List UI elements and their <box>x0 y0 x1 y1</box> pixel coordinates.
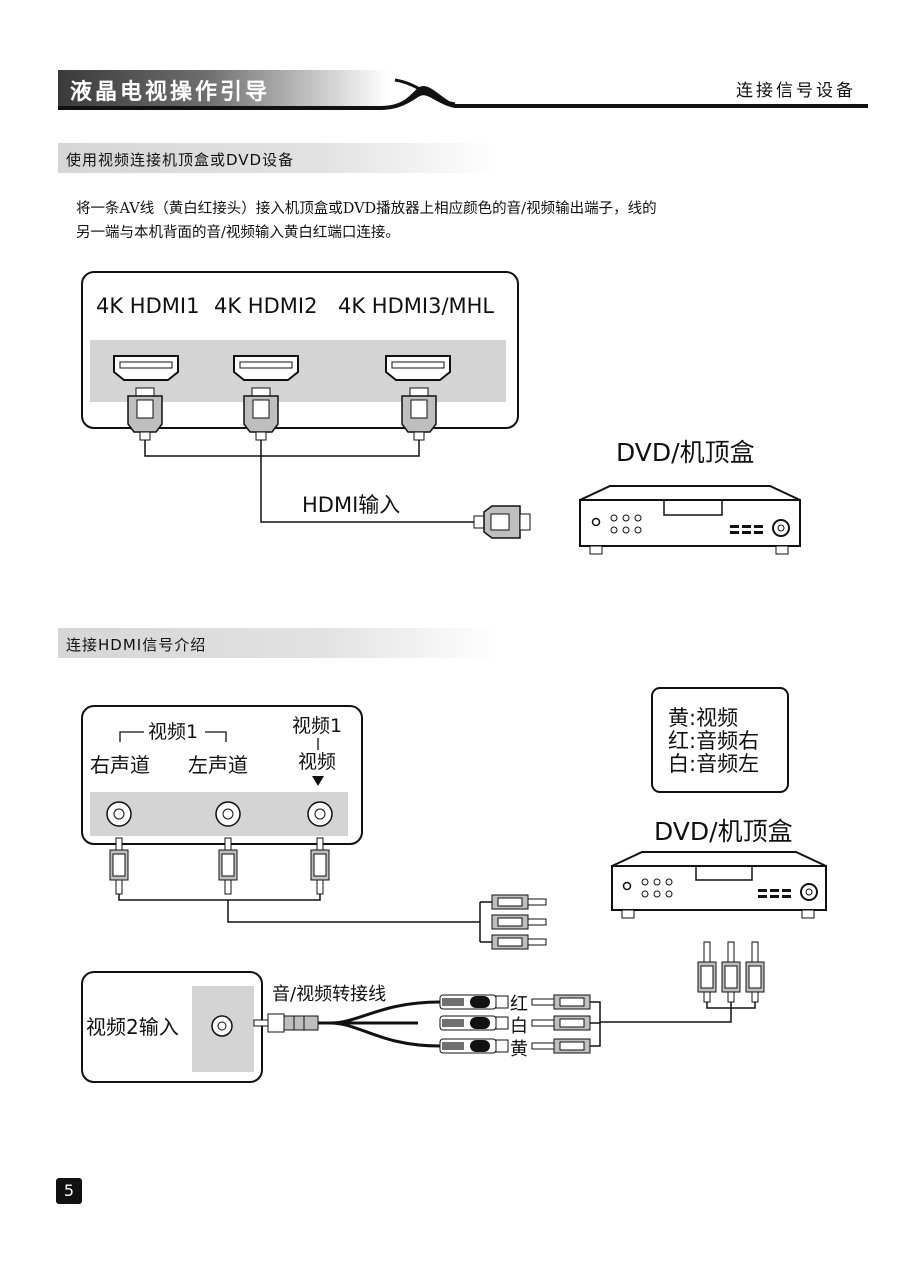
video2-port[interactable] <box>211 1015 233 1037</box>
color-legend-box <box>651 687 789 793</box>
header-rule <box>58 78 868 110</box>
hdmi-port-label-2: 4K HDMI2 <box>214 294 317 318</box>
page-number-badge: 5 <box>56 1178 82 1204</box>
hdmi-port-label-1: 4K HDMI1 <box>96 294 199 318</box>
hdmi-input-label: HDMI输入 <box>302 493 400 517</box>
left-channel-label: 左声道 <box>188 753 248 777</box>
rca-plug-2 <box>218 837 238 895</box>
paragraph-line-2: 另一端与本机背面的音/视频输入黄白红端口连接。 <box>76 225 400 241</box>
instruction-paragraph: 将一条AV线（黄白红接头）接入机顶盒或DVD播放器上相应颜色的音/视频输出端子，… <box>76 197 836 245</box>
legend-white: 白:音频左 <box>668 752 759 776</box>
right-channel-label: 右声道 <box>90 753 150 777</box>
dvd-player-2 <box>611 851 827 919</box>
rca-port-video[interactable] <box>307 801 333 827</box>
hdmi-cable-bus <box>144 440 420 457</box>
rca-plug-3 <box>310 837 330 895</box>
hdmi-plug-2 <box>243 387 279 441</box>
section-heading-hdmi: 连接HDMI信号介绍 <box>58 628 498 658</box>
video1-label: 视频1 <box>292 715 342 737</box>
hdmi-port-1[interactable] <box>113 355 179 381</box>
hdmi-port-2[interactable] <box>233 355 299 381</box>
video-label: 视频 <box>298 751 336 773</box>
hdmi-plug-3 <box>401 387 437 441</box>
hdmi-cable <box>260 440 478 523</box>
red-connector-label: 红 <box>510 994 528 1015</box>
white-connector-label: 白 <box>510 1016 528 1037</box>
hdmi-port-label-3: 4K HDMI3/MHL <box>338 294 494 318</box>
rca-plug-group-horizontal <box>491 894 547 950</box>
rca-female-red <box>439 994 509 1010</box>
hdmi-connection-diagram: 4K HDMI1 4K HDMI2 4K HDMI3/MHL <box>81 271 801 555</box>
av-connection-diagram: 视频1 右声道 左声道 视频1 视频 <box>81 687 827 1083</box>
legend-red: 红:音频右 <box>668 729 759 753</box>
dvd-device-label-2: DVD/机顶盒 <box>654 817 793 846</box>
hdmi-plug-horizontal <box>473 505 531 539</box>
dvd-player-1 <box>579 485 801 555</box>
mini-av-plug <box>253 1013 319 1033</box>
video2-input-label: 视频2输入 <box>86 1015 179 1039</box>
rca-female-yellow <box>439 1038 509 1054</box>
rca-plugs-dvd <box>697 941 765 1003</box>
chapter-title: 连接信号设备 <box>736 81 856 101</box>
manual-title: 液晶电视操作引导 <box>70 79 271 105</box>
header-title-bar: 液晶电视操作引导 <box>58 70 388 106</box>
section-heading-av: 使用视频连接机顶盒或DVD设备 <box>58 143 498 173</box>
hdmi-port-3[interactable] <box>385 355 451 381</box>
yellow-connector-label: 黄 <box>510 1039 528 1060</box>
adapter-cable-label: 音/视频转接线 <box>272 984 386 1005</box>
video1-group-label: 视频1 <box>148 721 198 743</box>
arrow-down-icon <box>312 776 324 786</box>
legend-yellow: 黄:视频 <box>668 706 738 730</box>
rca-female-white <box>439 1015 509 1031</box>
section-heading-hdmi-text: 连接HDMI信号介绍 <box>66 636 207 654</box>
rca-port-right[interactable] <box>106 801 132 827</box>
rca-male-plugs <box>531 994 591 1054</box>
rca-plug-1 <box>109 837 129 895</box>
hdmi-plug-1 <box>127 387 163 441</box>
rca-port-left[interactable] <box>215 801 241 827</box>
section-heading-av-text: 使用视频连接机顶盒或DVD设备 <box>66 151 295 169</box>
dvd-device-label-1: DVD/机顶盒 <box>616 438 755 467</box>
paragraph-line-1: 将一条AV线（黄白红接头）接入机顶盒或DVD播放器上相应颜色的音/视频输出端子，… <box>76 201 657 217</box>
